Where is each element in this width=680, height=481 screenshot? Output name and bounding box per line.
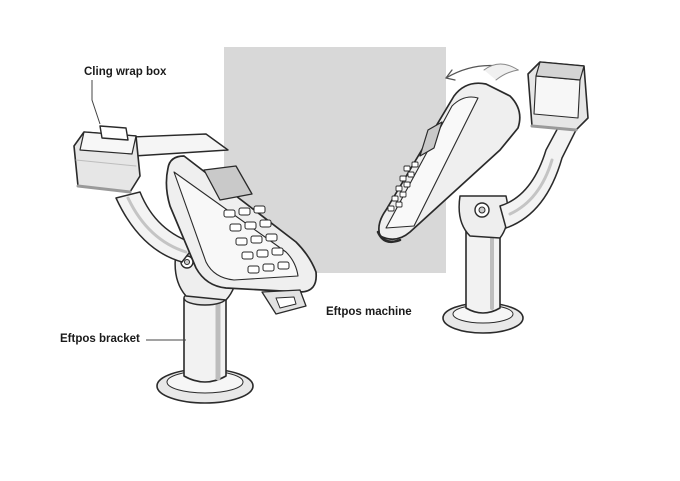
cling-wrap-box-label: Cling wrap box	[84, 66, 167, 78]
left-eftpos-machine	[165, 155, 318, 315]
right-arm	[499, 123, 577, 229]
right-eftpos-keypad	[387, 161, 419, 212]
right-pole	[465, 225, 501, 314]
cling-wrap-leader-line	[91, 80, 101, 125]
cling-wrap-box	[73, 125, 141, 194]
left-eftpos-keypad	[223, 205, 290, 274]
left-eftpos-screen	[203, 165, 253, 201]
eftpos-bracket-label: Eftpos bracket	[60, 333, 140, 345]
right-bracket-assembly	[376, 61, 589, 334]
right-cling-wrap-box	[527, 61, 589, 132]
right-eftpos-machine	[376, 82, 521, 243]
eftpos-machine-label: Eftpos machine	[326, 306, 412, 318]
right-eftpos-screen	[419, 121, 443, 157]
left-bracket-assembly	[73, 125, 318, 404]
